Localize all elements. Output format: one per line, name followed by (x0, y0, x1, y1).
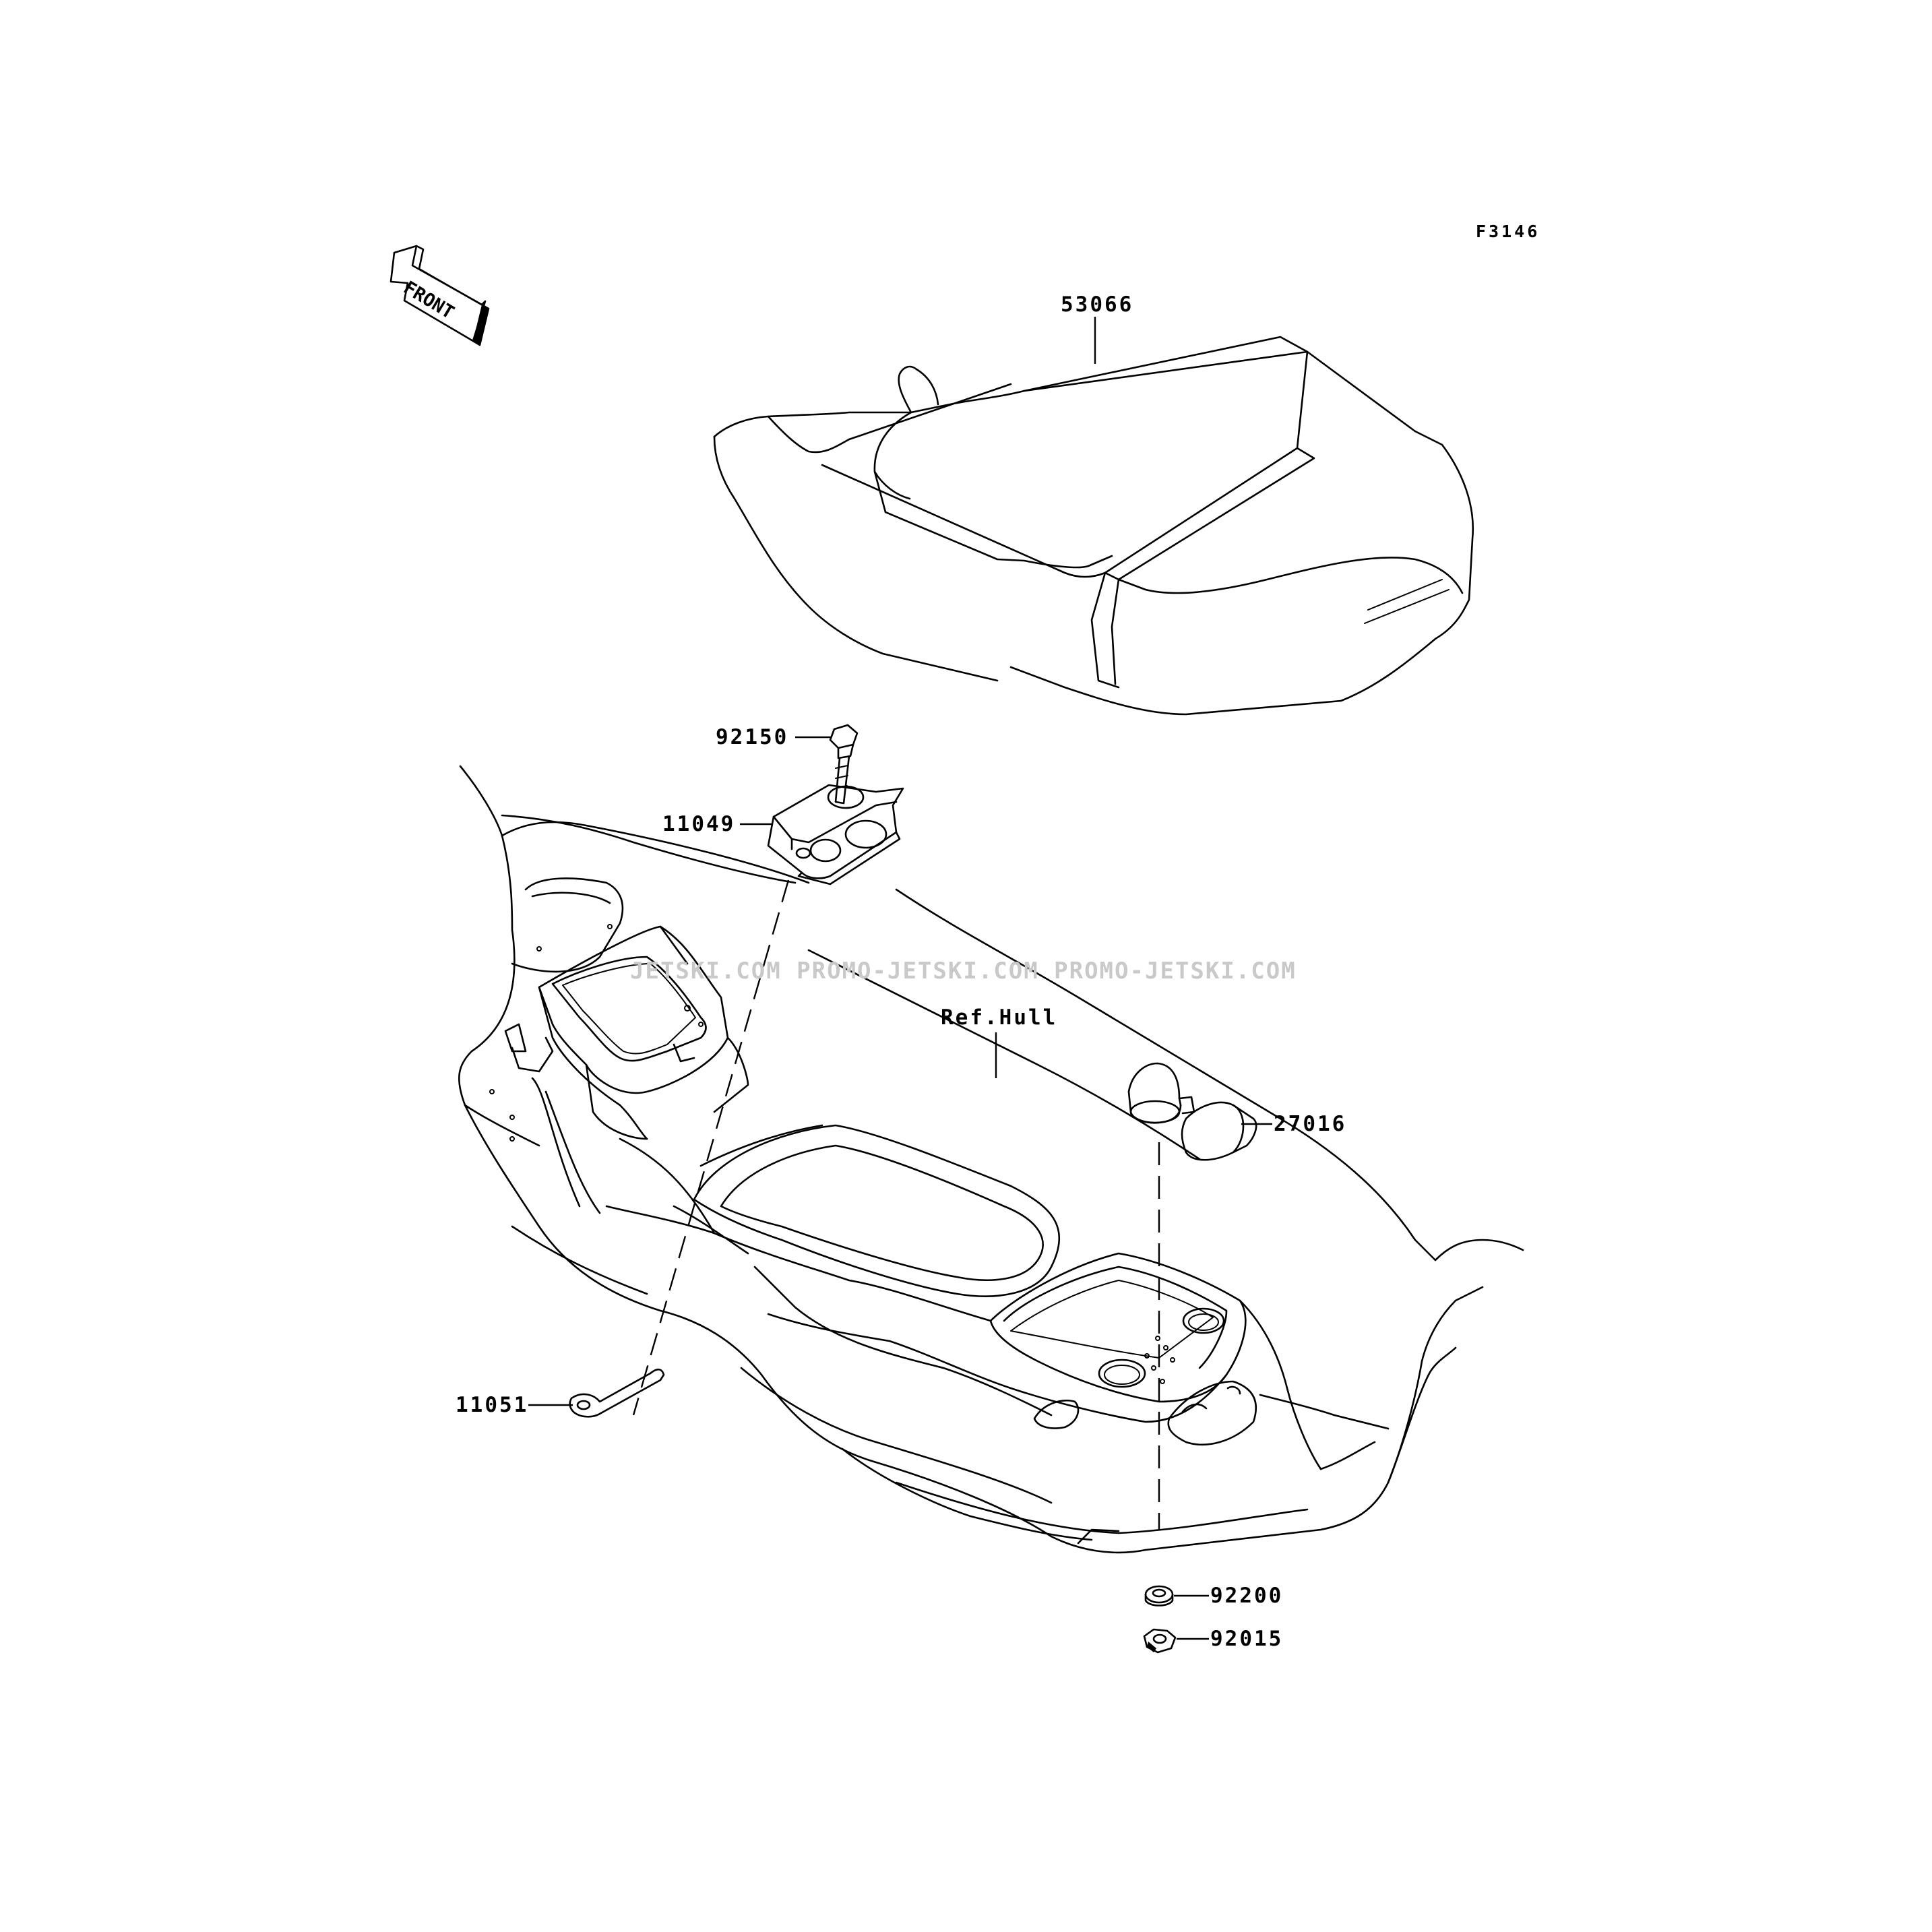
nut-drawing: 92015 (1143, 1627, 1283, 1654)
bracket-drawing: 11049 (662, 784, 904, 885)
washer-drawing: 92200 (1144, 1584, 1283, 1608)
figure-code: F3146 (1476, 222, 1540, 241)
seat-drawing: 53066 (713, 292, 1474, 716)
bumper-drawing: 27016 (1127, 1062, 1346, 1161)
part-92015-label: 92015 (1210, 1627, 1283, 1651)
part-11049-label: 11049 (662, 812, 735, 836)
watermark: JETSKI.COM PROMO-JETSKI.COM PROMO-JETSKI… (630, 958, 1297, 985)
hull-drawing: Ref.Hull (458, 765, 1524, 1554)
front-arrow-icon: FRONT (389, 245, 490, 346)
part-92150-label: 92150 (716, 725, 788, 749)
part-11051-label: 11051 (456, 1393, 528, 1417)
front-label: FRONT (400, 277, 458, 323)
ref-hull-label: Ref.Hull (941, 1005, 1057, 1030)
part-53066-label: 53066 (1061, 292, 1133, 317)
plate-drawing: 11051 (456, 1368, 665, 1418)
part-92200-label: 92200 (1210, 1584, 1283, 1608)
part-27016-label: 27016 (1274, 1112, 1346, 1136)
bolt-drawing: 92150 (716, 724, 859, 805)
